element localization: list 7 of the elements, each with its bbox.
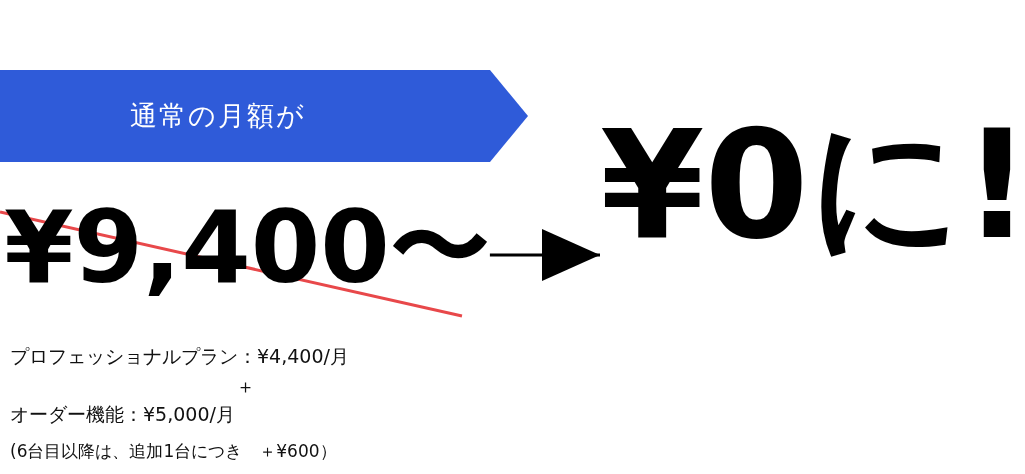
price-note: オーダー機能：¥5,000/月 bbox=[10, 402, 235, 427]
price-note: (6台目以降は、追加1台につき ＋¥600） bbox=[10, 440, 337, 463]
arrow-banner: 通常の月額が bbox=[0, 70, 528, 162]
plus-sign: ＋ bbox=[236, 374, 255, 399]
price-note: プロフェッショナルプラン：¥4,400/月 bbox=[10, 344, 349, 369]
arrow bbox=[489, 229, 600, 281]
new-price: ¥0に! bbox=[600, 60, 1025, 310]
